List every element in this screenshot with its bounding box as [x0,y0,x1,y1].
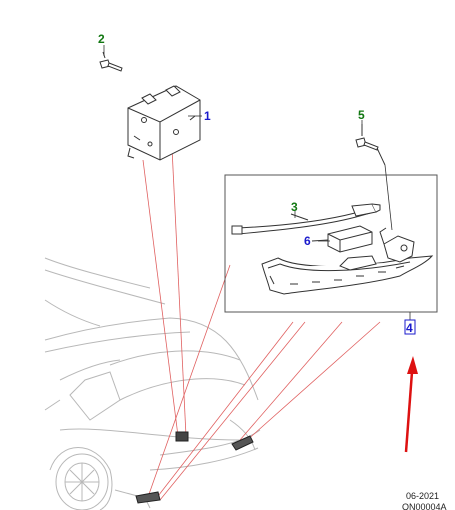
detail-box [224,164,438,313]
vehicle-mount-points [135,431,254,504]
callout-leaders [103,45,411,320]
footer-date: 06-2021 [406,491,439,501]
callout-1: 1 [204,109,211,123]
callout-3: 3 [291,200,298,214]
cable-part-3 [231,203,381,235]
light-assembly-part-4 [261,227,434,295]
screw-part-5 [355,124,386,166]
callout-5: 5 [358,108,365,122]
red-pointer-arrow [404,356,418,453]
callout-4: 4 [406,321,413,335]
module-part-6 [311,225,373,253]
control-module-part [127,85,201,161]
leader-lines [142,147,381,501]
callout-4-highlight-box [404,319,416,335]
callout-2: 2 [98,32,105,46]
footer-code: QN00004A [402,502,447,510]
callout-6: 6 [304,234,311,248]
vehicle-outline [44,257,261,510]
screw-part-2 [99,51,123,72]
